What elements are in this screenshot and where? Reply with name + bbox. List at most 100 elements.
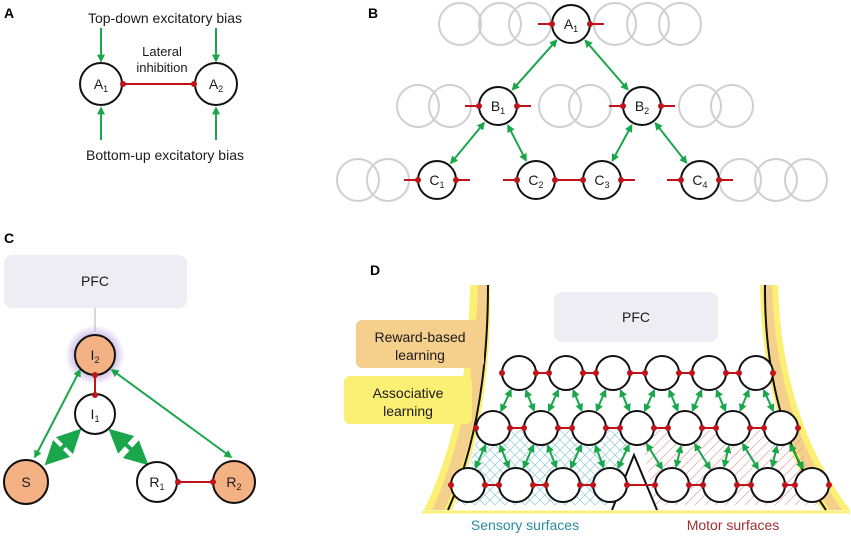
inhibition-dot [92, 392, 98, 398]
excitatory-arrow [715, 388, 727, 413]
excitatory-arrow [668, 389, 679, 412]
cortical-node [702, 467, 738, 503]
excitatory-arrow [654, 122, 688, 164]
excitatory-arrow [524, 389, 536, 412]
node-r2-label: R2 [226, 474, 241, 492]
cortical-node [498, 467, 534, 503]
inhibition-dot [713, 425, 719, 431]
inhibition-dot [120, 81, 126, 87]
inhibition-dot [580, 177, 586, 183]
ghost-node [478, 2, 522, 46]
inhibition-dot [686, 482, 692, 488]
node-subscript: 4 [703, 180, 708, 190]
excitatory-arrow [474, 443, 487, 470]
cortical-node [691, 355, 727, 391]
cortical-node [592, 467, 628, 503]
node-i2-label: I2 [91, 347, 100, 365]
ghost-node [658, 2, 702, 46]
inhibition-dot [658, 103, 664, 109]
excitatory-arrow [522, 443, 535, 470]
inhibition-dot [191, 81, 197, 87]
cortical-node [750, 467, 786, 503]
panel-c: C PFC I2 I1 S R1 R2 [3, 230, 256, 505]
inhibition-dot [627, 370, 633, 376]
inhibition-dot [652, 482, 658, 488]
lateral-label-line1: Lateral [142, 44, 182, 59]
reward-box [356, 320, 484, 368]
inhibition-dot [678, 177, 684, 183]
inhibition-dot [476, 103, 482, 109]
panel-label-b: B [368, 5, 378, 21]
hierarchy-node-label: C1 [429, 172, 444, 190]
inhibition-dot [665, 425, 671, 431]
associative-label-line1: Associative [373, 385, 444, 401]
panel-label-a: A [4, 5, 14, 21]
cortical-node [644, 355, 680, 391]
inhibition-dot [569, 425, 575, 431]
inhibition-dot [699, 425, 705, 431]
inhibition-dot [514, 103, 520, 109]
excitatory-arrow [789, 443, 804, 470]
inhibition-dot [482, 482, 488, 488]
inhibition-dot [716, 177, 722, 183]
cortical-node [450, 467, 486, 503]
ghost-node [568, 84, 612, 128]
ghost-node [336, 158, 380, 202]
inhibition-dot [543, 482, 549, 488]
inhibition-dot [453, 177, 459, 183]
inhibition-dot [676, 370, 682, 376]
left-cortex-inner-band [432, 285, 488, 510]
hierarchy-node-label: C3 [594, 172, 609, 190]
inhibition-dot [546, 370, 552, 376]
inhibition-dot [92, 372, 98, 378]
cortical-node [571, 410, 607, 446]
node-subscript: 1 [440, 180, 445, 190]
excitatory-arrow [546, 444, 558, 469]
excitatory-arrow [617, 443, 630, 470]
inhibition-dot [175, 479, 181, 485]
ghost-node [428, 84, 472, 128]
inhibition-dot [747, 425, 753, 431]
arrow-r2-i2 [110, 369, 233, 458]
ghost-node [678, 84, 722, 128]
excitatory-arrow [594, 444, 605, 469]
pfc-box-d [554, 292, 718, 342]
inhibition-dot [549, 21, 555, 27]
excitatory-arrow [646, 442, 663, 471]
inhibition-dot [761, 425, 767, 431]
node-letter: B [635, 98, 644, 114]
node-letter: A [564, 16, 574, 32]
node-letter: C [528, 172, 538, 188]
cortical-node [738, 355, 774, 391]
inhibition-dot [734, 482, 740, 488]
ghost-node [626, 2, 670, 46]
excitatory-arrow [769, 444, 780, 469]
lateral-label-line2: inhibition [136, 60, 187, 75]
inhibition-dot [620, 103, 626, 109]
node-letter: C [594, 172, 604, 188]
node-letter: C [429, 172, 439, 188]
excitatory-arrow [762, 388, 775, 413]
cortical-node [595, 355, 631, 391]
excitatory-arrow [500, 388, 512, 413]
inhibition-dot [795, 425, 801, 431]
pfc-label: PFC [81, 273, 109, 289]
ghost-node [366, 158, 410, 202]
inhibition-dot [603, 425, 609, 431]
associative-label-line2: learning [383, 403, 433, 419]
excitatory-arrow [569, 443, 583, 470]
inhibition-dot [587, 21, 593, 27]
inhibition-dot [700, 482, 706, 488]
inhibition-dot [770, 370, 776, 376]
ghost-node [438, 2, 482, 46]
cortical-node [475, 410, 511, 446]
excitatory-arrow [721, 444, 732, 469]
inhibition-dot [782, 482, 788, 488]
cortical-node [715, 410, 751, 446]
inhibition-dot [792, 482, 798, 488]
excitatory-arrow [694, 442, 711, 471]
pfc-box [4, 255, 187, 308]
